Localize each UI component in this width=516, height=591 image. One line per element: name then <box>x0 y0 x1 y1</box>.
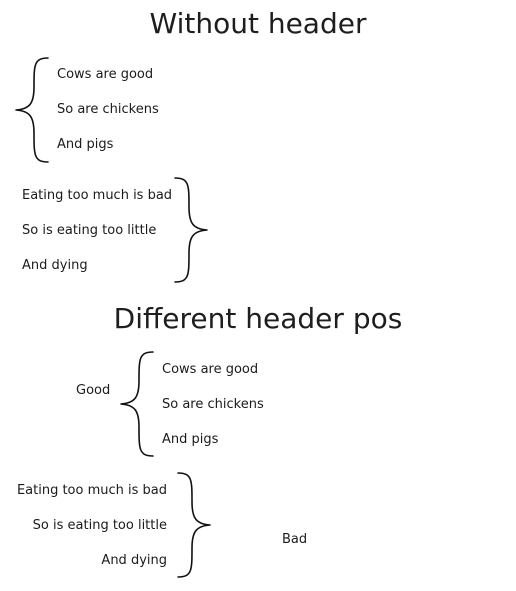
right-curly-brace-icon <box>177 472 211 578</box>
list-item: So is eating too little <box>22 223 157 238</box>
list-item: So are chickens <box>162 397 264 412</box>
list-item: So are chickens <box>57 102 159 117</box>
list-item: Cows are good <box>57 67 154 82</box>
section-title-different-header-pos: Different header pos <box>113 302 403 335</box>
list-item: Cows are good <box>162 362 259 377</box>
left-curly-brace-icon <box>120 351 154 457</box>
list-item: Eating too much is bad <box>16 483 167 498</box>
list-item: And pigs <box>162 432 219 447</box>
group-header-bad: Bad <box>282 532 308 547</box>
list-item: And dying <box>22 258 88 273</box>
list-item: So is eating too little <box>32 518 167 533</box>
section-title-without-header: Without header <box>149 7 367 40</box>
list-item: And pigs <box>57 137 114 152</box>
right-curly-brace-icon <box>174 177 208 283</box>
left-curly-brace-icon <box>15 57 49 163</box>
list-item: And dying <box>101 553 167 568</box>
group-header-good: Good <box>76 383 111 398</box>
list-item: Eating too much is bad <box>22 188 173 203</box>
